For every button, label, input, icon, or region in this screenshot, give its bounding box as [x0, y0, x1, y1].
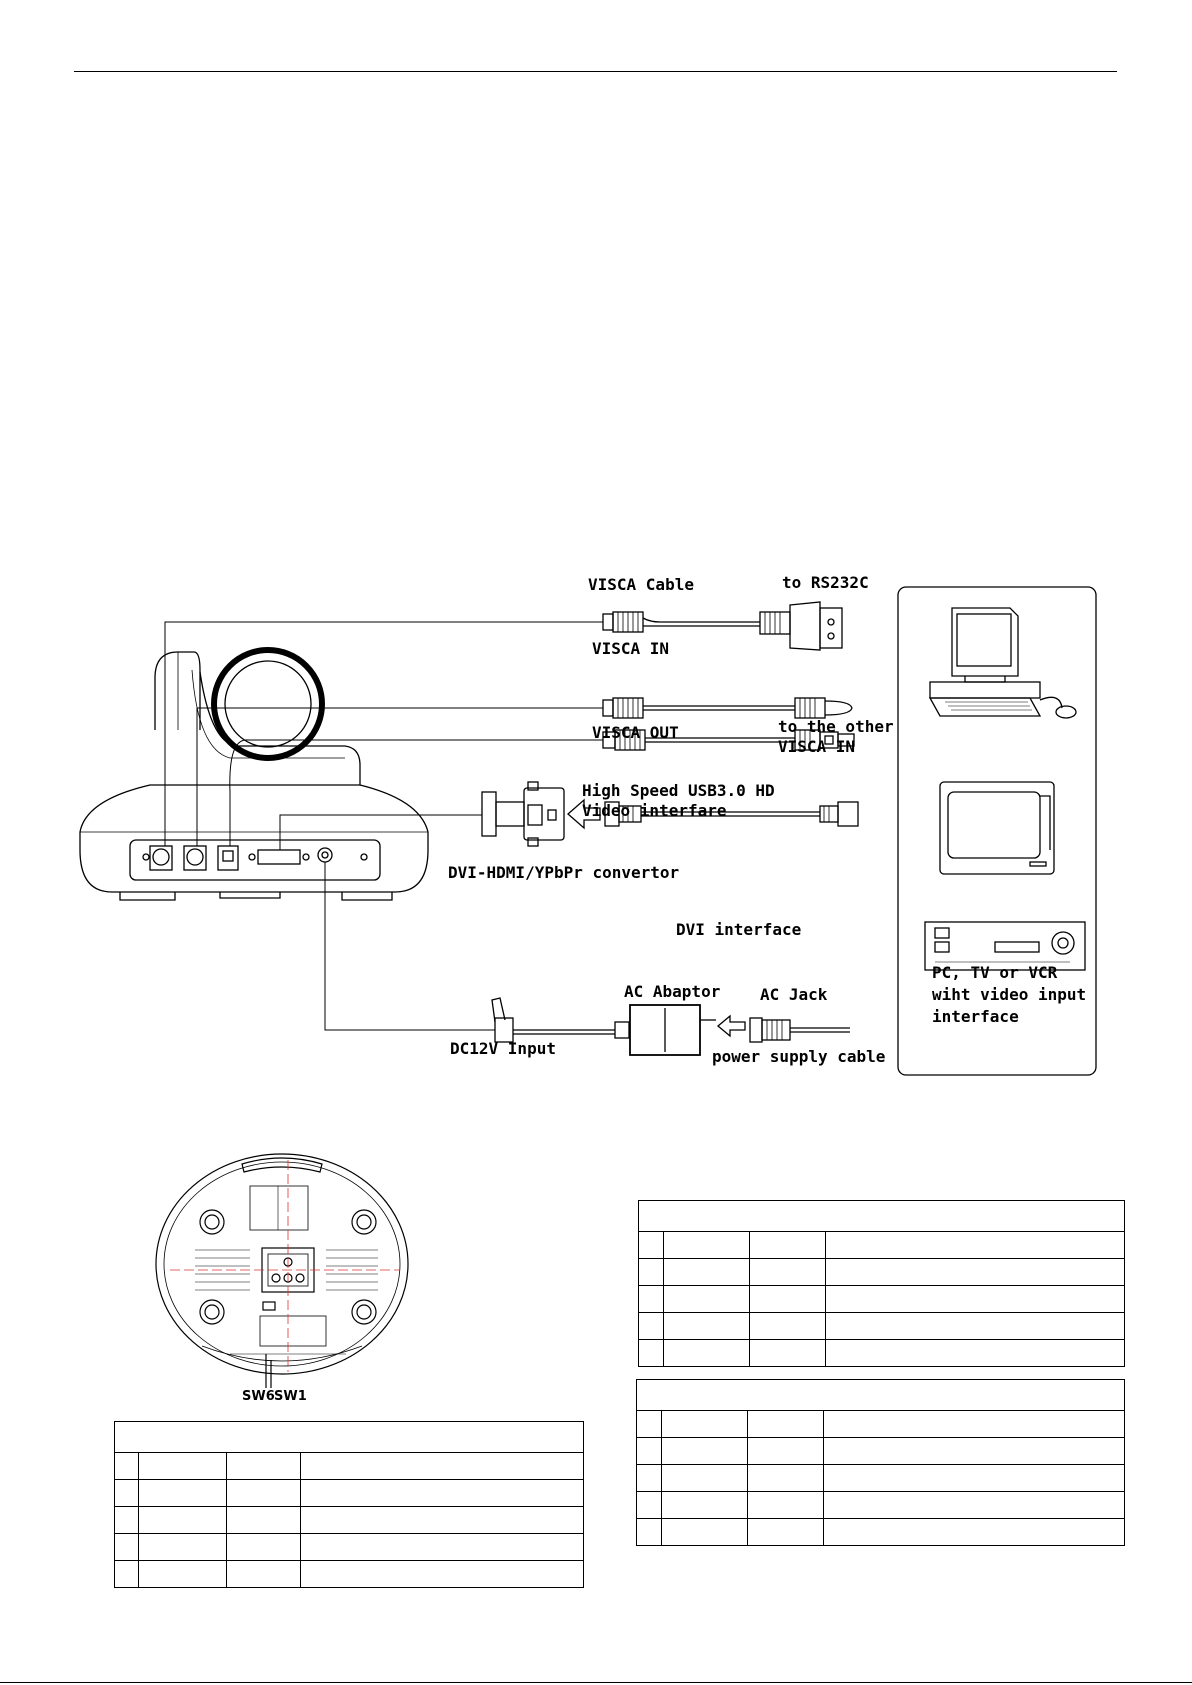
table-row	[638, 1312, 1125, 1340]
power-cable-label: power supply cable	[712, 1047, 885, 1066]
to-rs232c-label: to RS232C	[782, 573, 869, 592]
devices-label: PC, TV or VCR	[932, 963, 1058, 982]
table-row	[114, 1452, 584, 1480]
usb-cable	[602, 729, 855, 751]
table-row	[636, 1518, 1125, 1546]
table-row	[638, 1258, 1125, 1286]
cable-runs	[164, 621, 603, 1031]
visca-out-cable	[602, 697, 853, 719]
footer-rule	[0, 1682, 1192, 1683]
header-rule	[74, 71, 1117, 72]
power-supply	[491, 997, 850, 1056]
table-title-cell	[114, 1421, 584, 1453]
table-row	[636, 1410, 1125, 1438]
usb-label: High Speed USB3.0 HD	[582, 781, 775, 800]
switch-table-left	[114, 1421, 584, 1588]
to-other-visca-label: to the other	[778, 717, 894, 736]
connection-diagram: VISCA Cable to RS232C VISCA IN VISCA OUT…	[79, 573, 1097, 1076]
dvi-convertor-label: DVI-HDMI/YPbPr convertor	[448, 863, 679, 882]
table-row	[114, 1506, 584, 1534]
table-row	[636, 1464, 1125, 1492]
visca-in-cable	[602, 601, 843, 651]
usb-label-2: Video interfare	[582, 801, 727, 820]
ac-jack-label: AC Jack	[760, 985, 828, 1004]
switch-table-right-bottom	[636, 1379, 1125, 1546]
devices-label-3: interface	[932, 1007, 1019, 1026]
table-row	[636, 1437, 1125, 1465]
table-row	[114, 1533, 584, 1561]
camera-illustration	[79, 647, 429, 901]
sw1-label: SW1	[274, 1389, 307, 1404]
table-row	[638, 1285, 1125, 1313]
sw6-label: SW6	[242, 1389, 275, 1404]
visca-cable-label: VISCA Cable	[588, 575, 694, 594]
to-other-visca-label-2: VISCA IN	[778, 737, 855, 756]
ac-adaptor-label: AC Abaptor	[624, 982, 720, 1001]
devices-label-2: wiht video input	[932, 985, 1086, 1004]
table-row	[638, 1339, 1125, 1367]
visca-out-label: VISCA OUT	[592, 723, 679, 742]
dvi-interface-label: DVI interface	[676, 920, 801, 939]
table-row	[638, 1231, 1125, 1259]
table-row	[114, 1560, 584, 1588]
dvi-convertor	[481, 781, 859, 847]
visca-in-label: VISCA IN	[592, 639, 669, 658]
table-row	[114, 1479, 584, 1507]
table-row	[636, 1491, 1125, 1519]
table-title-cell	[638, 1200, 1125, 1232]
switch-table-right-top	[638, 1200, 1125, 1367]
dc-input-label: DC12V Input	[450, 1039, 556, 1058]
table-title-cell	[636, 1379, 1125, 1411]
camera-bottom-view: SW6 SW1	[155, 1153, 409, 1404]
devices-box	[897, 586, 1097, 1076]
